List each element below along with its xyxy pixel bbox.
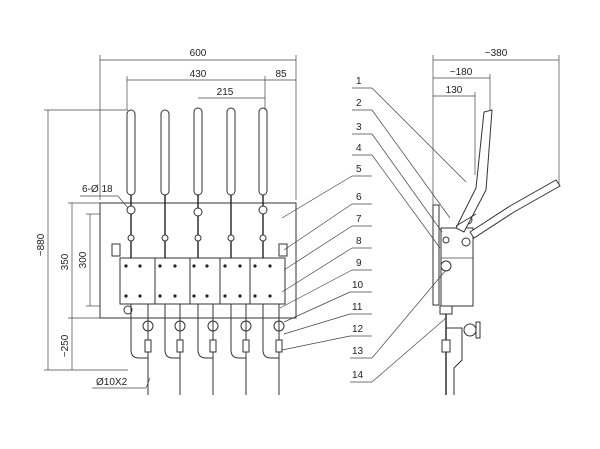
side-top-dimensions: ~380 ~180 130	[432, 48, 560, 210]
callout-10: 10	[352, 280, 364, 291]
outlet-pipes	[123, 304, 285, 395]
callout-2: 2	[356, 98, 362, 109]
side-handles	[455, 109, 561, 239]
dim-overall-width: 600	[190, 48, 207, 59]
callout-4: 4	[356, 143, 362, 154]
front-top-dimensions: 600 430 85 215	[99, 48, 297, 200]
callout-labels: 1 2 3 4 5 6 7 8 9 10 11 12 13 14	[279, 76, 467, 383]
hole-note: 6-Ø 18	[82, 184, 113, 195]
side-mounting-plate	[432, 204, 440, 306]
valve-stems	[126, 107, 268, 258]
callout-5: 5	[356, 164, 362, 175]
callout-8: 8	[356, 236, 362, 247]
callout-7: 7	[356, 214, 362, 225]
dim-total-height: ~880	[36, 233, 47, 256]
side-dim-overall: ~380	[485, 48, 508, 59]
side-dim-mid: ~180	[450, 67, 473, 78]
side-view: ~380 ~180 130	[432, 48, 561, 395]
dim-lower-height: ~250	[60, 334, 71, 357]
dim-right-offset: 85	[275, 69, 287, 80]
callout-14: 14	[352, 370, 364, 381]
dim-spacing: 215	[217, 87, 234, 98]
callout-3: 3	[356, 122, 362, 133]
dim-frame-height: 350	[60, 253, 71, 270]
pipe-note: Ø10X2	[96, 377, 128, 388]
side-dim-inner: 130	[446, 85, 463, 96]
callout-11: 11	[352, 302, 363, 313]
callout-1: 1	[356, 76, 362, 87]
dim-inner-width: 430	[190, 69, 207, 80]
manifold-blocks	[111, 243, 288, 305]
callout-12: 12	[352, 324, 364, 335]
callout-9: 9	[356, 258, 362, 269]
dim-mount-height: 300	[78, 251, 89, 268]
side-outlet	[439, 305, 481, 395]
front-left-dimensions: ~880 350 300 ~250	[36, 109, 128, 371]
callout-6: 6	[356, 192, 362, 203]
callout-13: 13	[352, 346, 364, 357]
front-view: 600 430 85 215 ~880 350 300 ~25	[36, 48, 297, 395]
front-notes: 6-Ø 18 Ø10X2	[80, 184, 151, 389]
